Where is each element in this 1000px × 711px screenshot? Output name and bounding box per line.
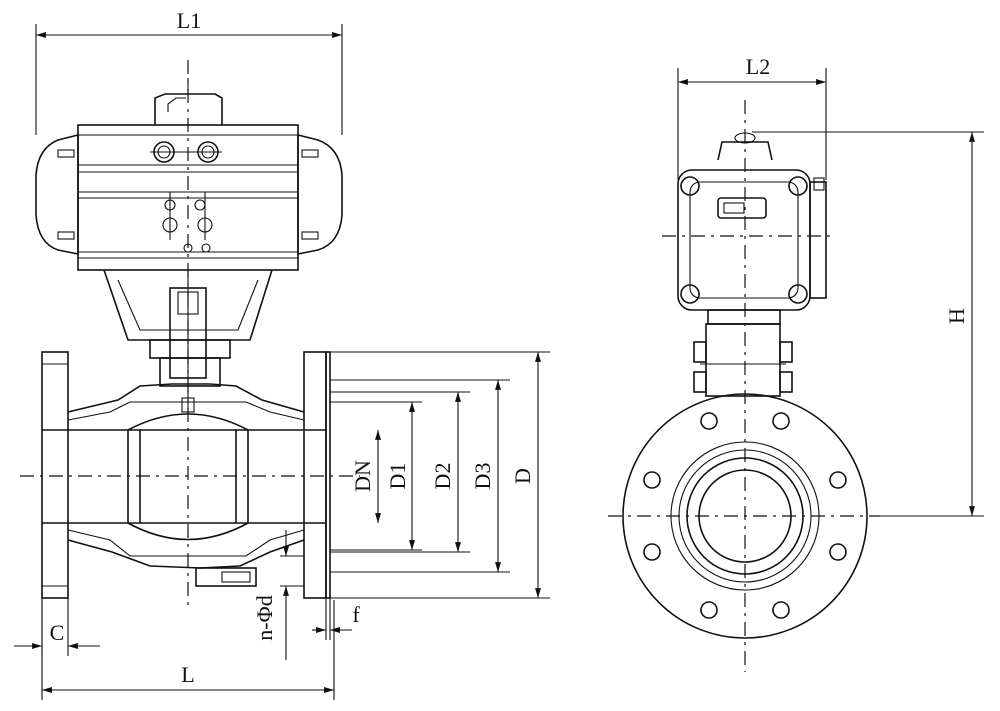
dim-f: f bbox=[312, 598, 360, 640]
dim-C: C bbox=[14, 598, 100, 656]
side-view: L2 H bbox=[608, 54, 984, 672]
label-L1: L1 bbox=[177, 8, 201, 33]
label-L2: L2 bbox=[746, 54, 770, 79]
label-L: L bbox=[181, 662, 194, 687]
label-n-phi-d: n-Φd bbox=[252, 595, 277, 640]
label-DN: DN bbox=[350, 460, 375, 492]
label-f: f bbox=[352, 602, 360, 627]
label-C: C bbox=[50, 620, 65, 645]
label-D: D bbox=[510, 468, 535, 484]
front-view: L1 DN D1 D2 D3 D bbox=[14, 8, 550, 700]
label-D2: D2 bbox=[430, 463, 455, 490]
dim-L2: L2 bbox=[677, 54, 827, 180]
pneumatic-actuator bbox=[35, 78, 343, 271]
valve-body bbox=[41, 351, 331, 599]
label-H: H bbox=[944, 308, 969, 324]
actuator-side bbox=[677, 132, 827, 397]
label-D3: D3 bbox=[470, 463, 495, 490]
dim-H: H bbox=[752, 131, 984, 517]
dim-L1: L1 bbox=[35, 8, 343, 135]
dim-bolt-holes: n-Φd bbox=[252, 530, 304, 660]
dim-L: L bbox=[41, 598, 335, 700]
dim-diameters: DN D1 D2 D3 D bbox=[326, 351, 550, 599]
label-D1: D1 bbox=[385, 463, 410, 490]
